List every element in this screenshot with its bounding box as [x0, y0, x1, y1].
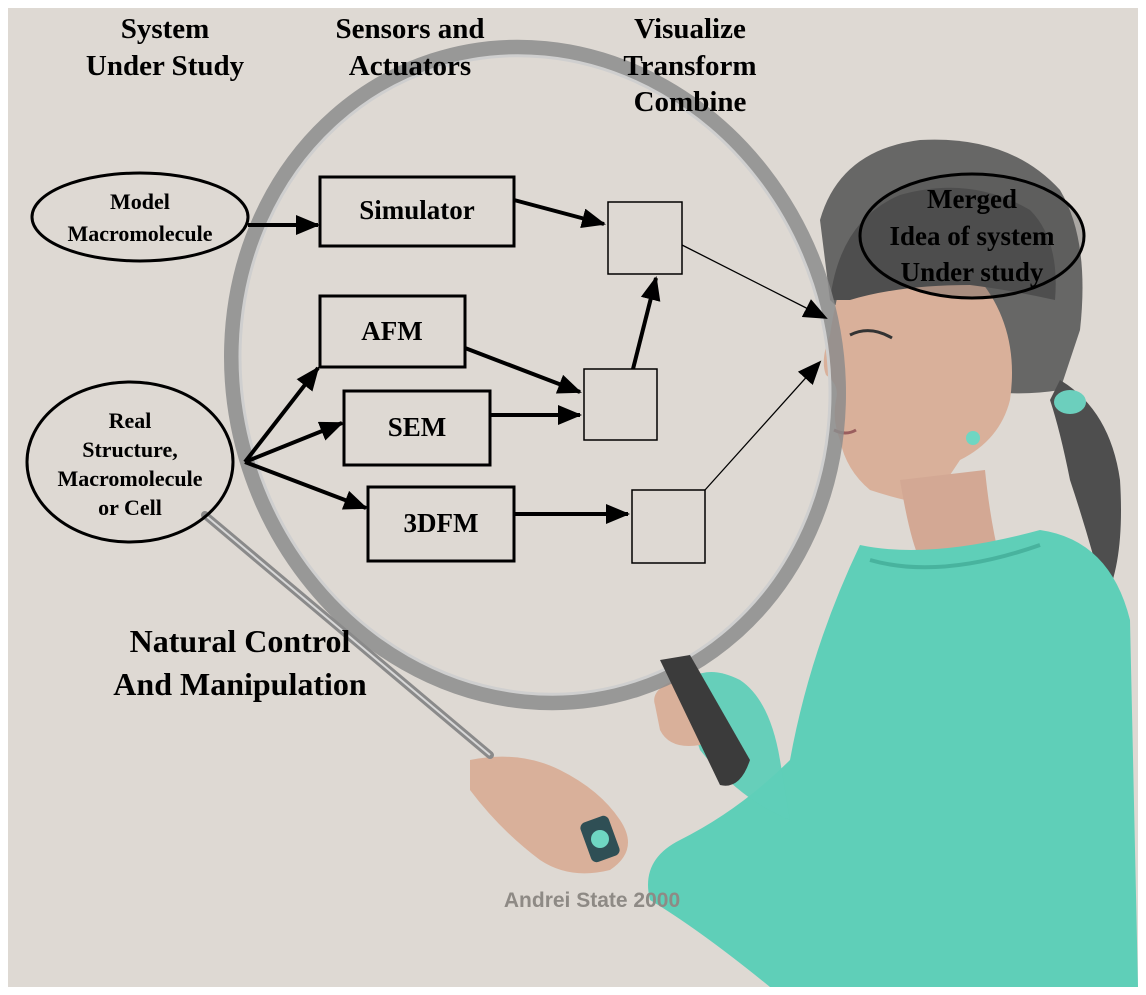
- arrow-combiner-to-eye-bottom: [704, 360, 822, 491]
- magnifier: [201, 39, 846, 786]
- caption-line1: Natural Control: [130, 623, 351, 659]
- node-sem: SEM: [342, 389, 492, 467]
- real-label-line1: Real: [109, 408, 152, 433]
- arrow-combiner-to-eye-top: [681, 244, 828, 319]
- combiner-box-middle: [583, 368, 658, 441]
- header-visualize-line2: Transform: [623, 50, 756, 82]
- arrow-real-to-3dfm: [244, 460, 368, 510]
- node-merged-idea: Merged Idea of system Under study: [858, 172, 1086, 300]
- header-system-line2: Under Study: [86, 50, 245, 82]
- header-visualize-line3: Combine: [634, 86, 747, 118]
- header-sensors-line2: Actuators: [349, 50, 471, 82]
- merged-label-line2: Idea of system: [890, 221, 1055, 251]
- arrow-real-to-afm: [243, 366, 320, 464]
- combiner-box-top: [607, 201, 683, 275]
- woman-illustration: [470, 139, 1138, 987]
- arrow-real-to-sem: [244, 421, 344, 464]
- node-model-macromolecule: Model Macromolecule: [30, 171, 250, 263]
- combiner-box-bottom: [631, 489, 706, 564]
- model-label-line2: Macromolecule: [68, 221, 213, 246]
- real-label-line3: Macromolecule: [58, 466, 203, 491]
- real-label-line4: or Cell: [98, 495, 162, 520]
- node-simulator: Simulator: [318, 175, 516, 248]
- node-afm: AFM: [318, 294, 467, 369]
- merged-label-line3: Under study: [901, 257, 1044, 287]
- header-system-line1: System: [121, 13, 210, 45]
- model-label-line1: Model: [110, 189, 170, 214]
- caption-line2: And Manipulation: [113, 666, 367, 702]
- merged-label-line1: Merged: [927, 184, 1017, 214]
- 3dfm-label: 3DFM: [404, 508, 479, 538]
- header-visualize-line1: Visualize: [634, 13, 746, 45]
- real-label-line2: Structure,: [82, 437, 178, 462]
- node-3dfm: 3DFM: [366, 485, 516, 563]
- node-real-structure: Real Structure, Macromolecule or Cell: [25, 380, 235, 544]
- arrow-simulator-to-combiner: [513, 198, 606, 228]
- simulator-label: Simulator: [359, 195, 475, 225]
- arrow-afm-to-combiner: [464, 346, 582, 394]
- artist-credit: Andrei State 2000: [504, 889, 680, 912]
- header-sensors-line1: Sensors and: [335, 13, 484, 45]
- sem-label: SEM: [388, 412, 447, 442]
- arrow-combiner-up: [631, 276, 661, 370]
- afm-label: AFM: [361, 316, 422, 346]
